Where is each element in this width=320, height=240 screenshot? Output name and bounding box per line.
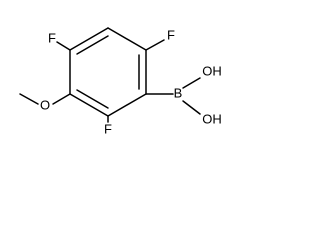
atom-label-oh-lower: OH [202,111,222,126]
atom-labels: F F O F B OH OH [40,27,222,136]
substituent-bonds [19,39,201,123]
ring-bond-c5-c6 [69,93,109,117]
atom-label-f-bottom: F [104,121,112,136]
ring-bond-c2-c3 [107,27,147,51]
bond-c3-f [145,39,165,51]
atom-label-b-boron: B [174,85,183,100]
bond-c1-f [56,41,71,51]
atom-label-f-top-right: F [167,27,175,42]
bond-o-methyl [19,93,39,105]
ring-bond-c4-c5 [107,93,147,117]
bond-c6-o [52,93,71,105]
ring-bonds [69,27,147,117]
structure-diagram: F F O F B OH OH [19,27,222,136]
atom-label-oh-upper: OH [202,63,222,78]
ring-double-bond-c5-c6 [76,89,109,109]
atom-label-o-methoxy: O [40,97,50,112]
bond-b-oh-upper [182,77,201,89]
ring-bond-c1-c2 [69,27,109,51]
atom-label-f-top-left: F [48,30,56,45]
bond-b-oh-lower [182,100,201,115]
ring-double-bond-c1-c2 [76,35,109,55]
